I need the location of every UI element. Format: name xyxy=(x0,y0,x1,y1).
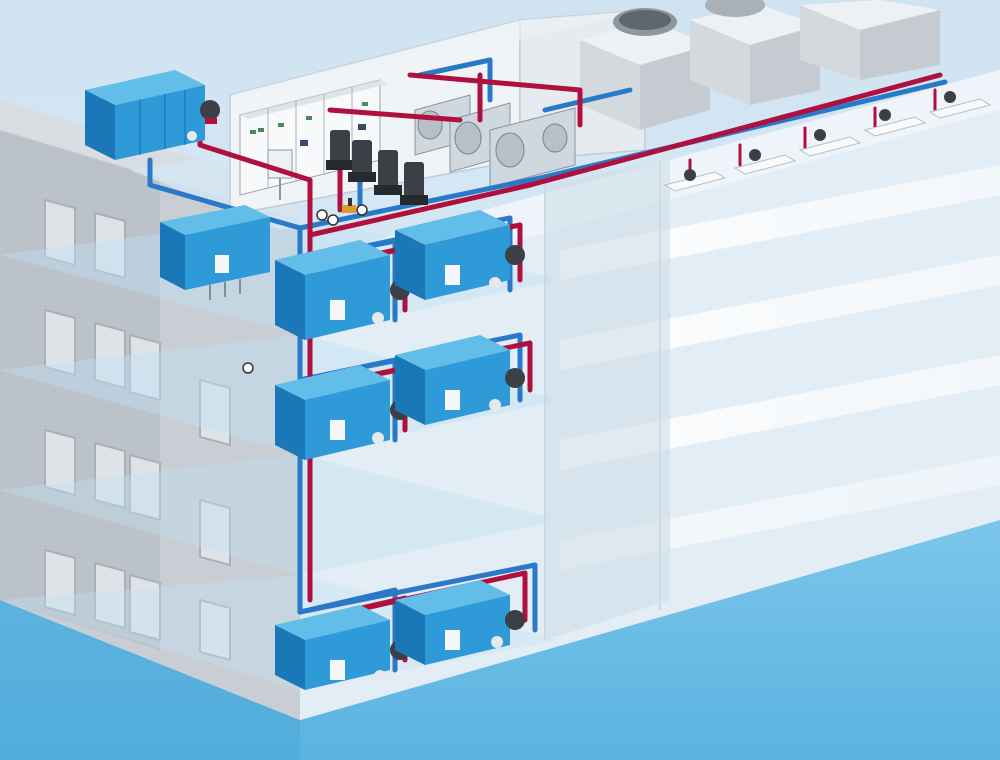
gauge-icon xyxy=(316,209,328,221)
gauge-icon xyxy=(356,204,368,216)
fan-coil-pump-station xyxy=(863,109,927,137)
circulation-pumps xyxy=(326,130,428,205)
fan-coil-pump-stations xyxy=(663,91,992,192)
valve-group xyxy=(342,198,356,213)
circulation-pump xyxy=(326,130,354,170)
air-handling-unit-roof xyxy=(85,70,220,160)
air-handling-unit-middle-right xyxy=(395,335,525,425)
fan-coil-pump-station xyxy=(663,169,727,192)
gauge-icon xyxy=(242,362,254,374)
gauge-icon xyxy=(327,214,339,226)
circulation-pump xyxy=(400,162,428,205)
pressure-gauges xyxy=(242,204,368,374)
air-handling-units xyxy=(85,70,525,690)
chillers xyxy=(414,94,576,188)
air-handling-unit-ground-right xyxy=(395,580,525,665)
cooling-towers xyxy=(580,0,940,130)
air-handling-unit-upper-right xyxy=(395,210,525,300)
circulation-pump xyxy=(374,150,402,195)
fan-coil-pump-station xyxy=(733,149,797,175)
ground-shade xyxy=(0,600,300,760)
air-handling-unit-terrace xyxy=(160,205,270,300)
chiller xyxy=(489,107,576,188)
fan-coil-pump-station xyxy=(928,91,992,119)
cooling-tower xyxy=(690,0,820,105)
cooling-tower xyxy=(800,0,940,80)
facade-windows xyxy=(44,198,231,662)
air-handling-unit-middle-left xyxy=(275,365,410,460)
circulation-pump xyxy=(348,140,376,182)
fan-coil-pump-station xyxy=(798,129,862,157)
